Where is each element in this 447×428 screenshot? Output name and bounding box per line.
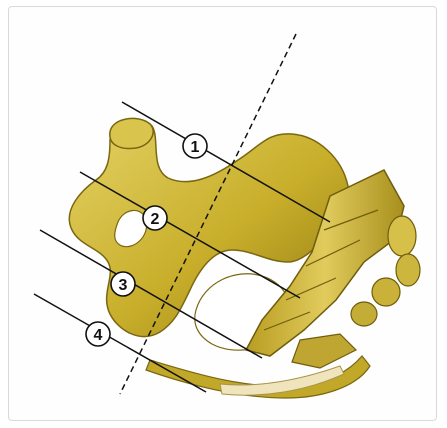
svg-text:3: 3	[119, 277, 128, 294]
marker-3: 3	[111, 272, 135, 296]
marker-1: 1	[183, 134, 207, 158]
vertebra-disc	[396, 254, 420, 286]
svg-text:2: 2	[151, 211, 160, 228]
marker-4: 4	[86, 322, 110, 346]
svg-text:4: 4	[94, 327, 103, 344]
marker-2: 2	[143, 206, 167, 230]
coccyx	[292, 334, 356, 368]
svg-text:1: 1	[191, 139, 200, 156]
vertebra-disc	[388, 216, 416, 256]
iliac-crest-knob	[110, 118, 153, 148]
vertebra-disc	[351, 302, 377, 326]
vertebra-disc	[372, 278, 400, 306]
